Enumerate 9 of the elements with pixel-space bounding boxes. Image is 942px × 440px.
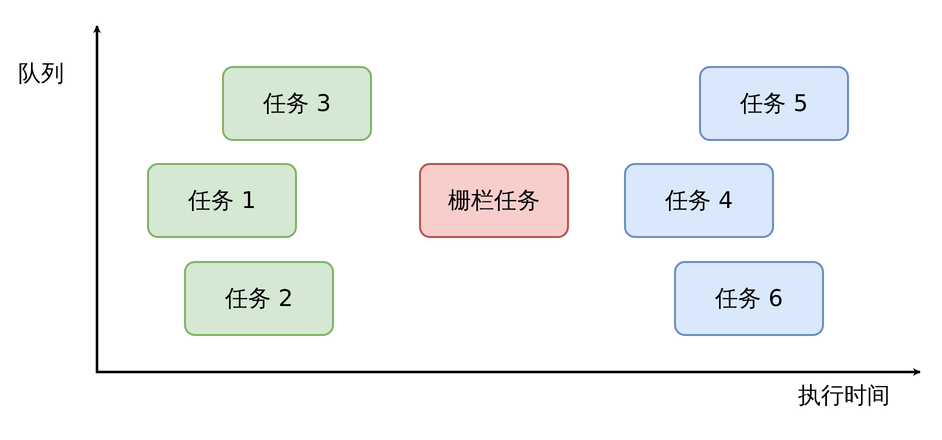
task-box: 栅栏任务	[419, 163, 569, 238]
task-box: 任务 2	[184, 261, 334, 336]
task-box: 任务 3	[222, 66, 372, 141]
task-box: 任务 4	[624, 163, 774, 238]
axis-label: 队列	[18, 60, 64, 89]
task-box: 任务 1	[147, 163, 297, 238]
task-box: 任务 6	[674, 261, 824, 336]
task-box: 任务 5	[699, 66, 849, 141]
axis-label: 执行时间	[798, 382, 890, 411]
